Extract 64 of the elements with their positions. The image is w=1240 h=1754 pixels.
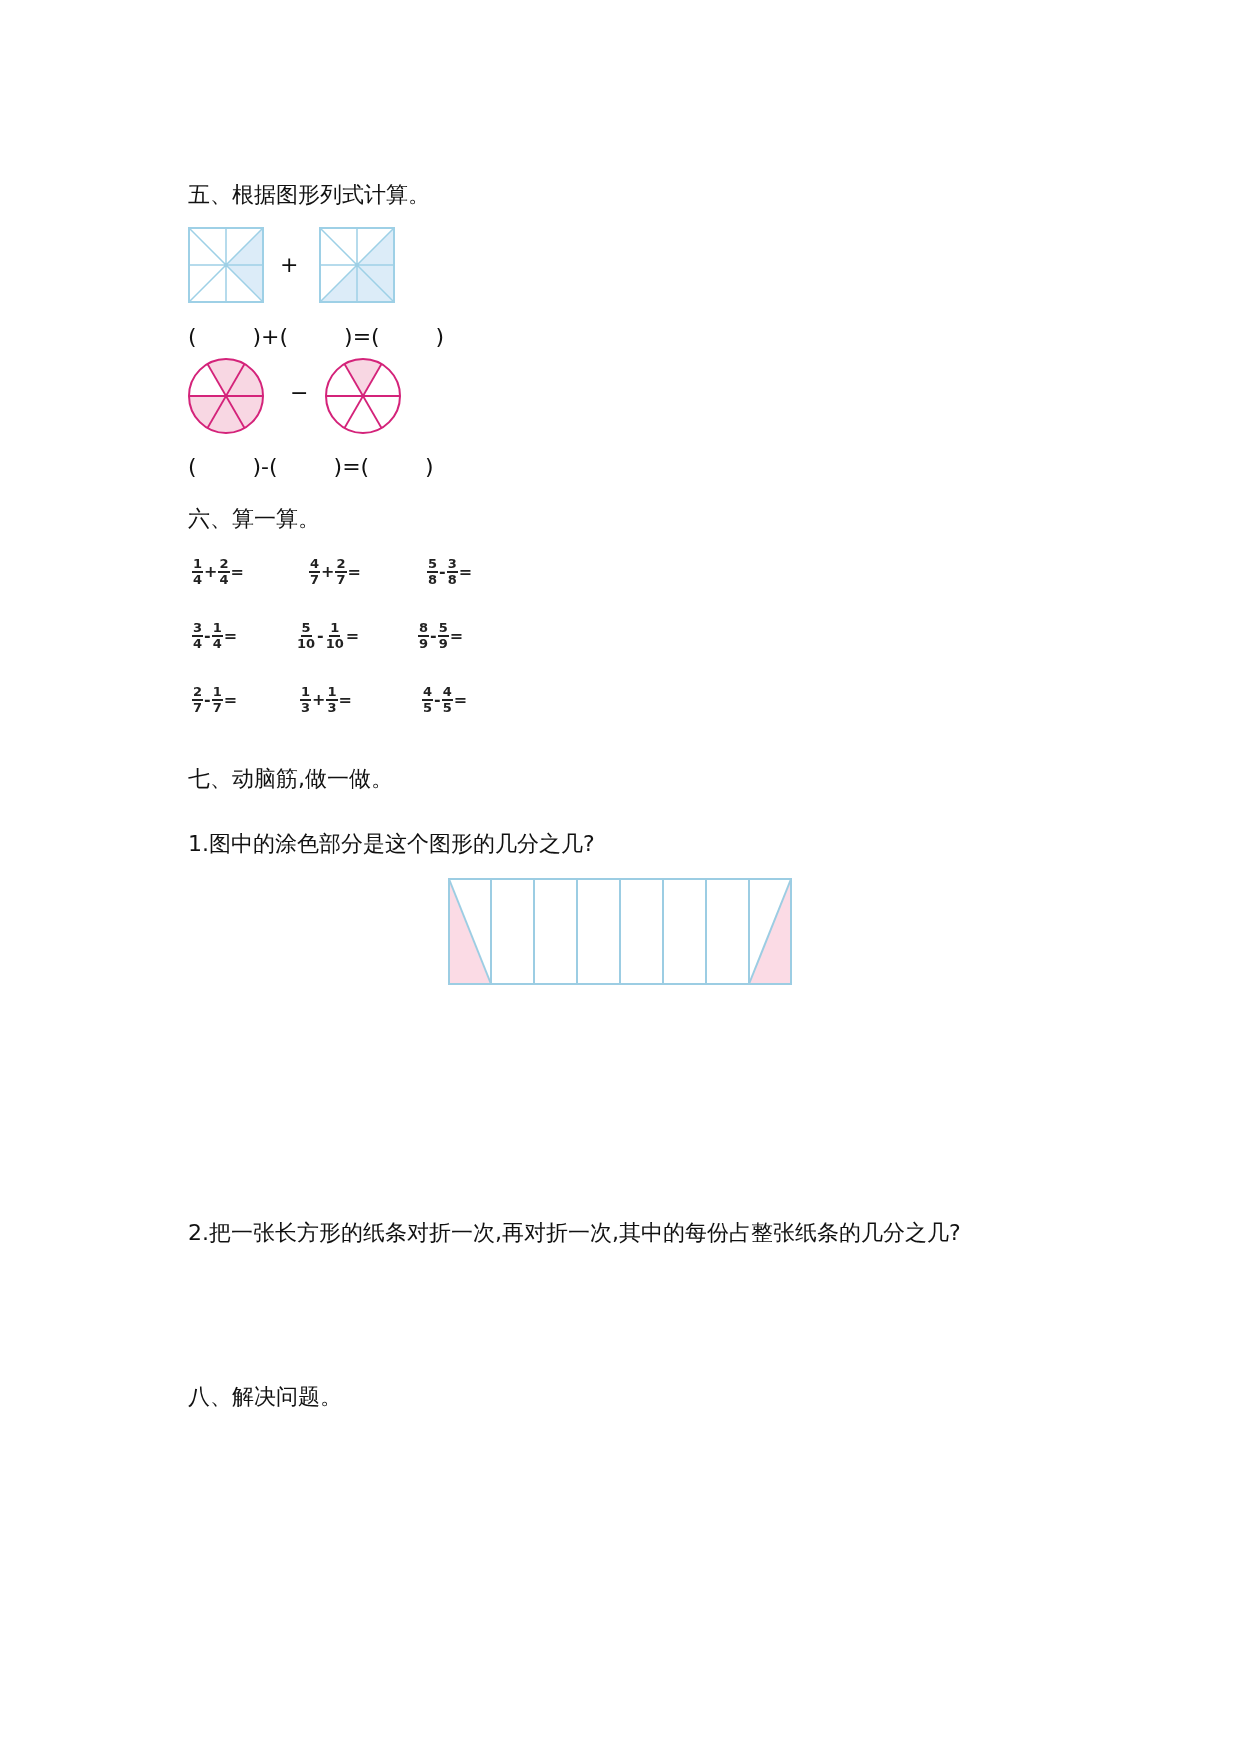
operator: + — [311, 690, 327, 710]
denominator: 10 — [296, 636, 317, 651]
numerator: 5 — [437, 621, 449, 637]
numerator: 4 — [422, 685, 434, 701]
operator: - — [203, 626, 212, 646]
equals-sign: = — [346, 562, 362, 582]
operator: - — [429, 626, 438, 646]
denominator: 3 — [300, 700, 312, 715]
operator: + — [320, 562, 336, 582]
answer-blanks: ( )-( )=( ) — [188, 454, 434, 481]
numerator: 1 — [329, 621, 341, 637]
operator: - — [316, 626, 325, 646]
operator: - — [433, 690, 442, 710]
equals-sign: = — [222, 626, 239, 646]
denominator: 7 — [192, 700, 204, 715]
denominator: 5 — [441, 700, 453, 715]
denominator: 8 — [446, 572, 458, 587]
numerator: 2 — [218, 557, 230, 573]
denominator: 4 — [218, 572, 230, 587]
numerator: 3 — [446, 557, 458, 573]
denominator: 8 — [427, 572, 439, 587]
numerator: 2 — [335, 557, 347, 573]
question-text: 1.图中的涂色部分是这个图形的几分之几? — [188, 831, 595, 858]
equals-sign: = — [222, 690, 239, 710]
numerator: 3 — [192, 621, 204, 637]
numerator: 5 — [300, 621, 312, 637]
numerator: 4 — [309, 557, 321, 573]
plus-sign: + — [280, 252, 299, 279]
denominator: 7 — [211, 700, 223, 715]
operator: - — [438, 562, 447, 582]
denominator: 3 — [326, 700, 338, 715]
numerator: 5 — [427, 557, 439, 573]
denominator: 9 — [437, 636, 449, 651]
denominator: 4 — [192, 636, 204, 651]
denominator: 7 — [309, 572, 321, 587]
numerator: 1 — [192, 557, 204, 573]
equals-sign: = — [448, 626, 465, 646]
equals-sign: = — [337, 690, 353, 710]
denominator: 4 — [211, 636, 223, 651]
question-text: 2.把一张长方形的纸条对折一次,再对折一次,其中的每份占整张纸条的几分之几? — [188, 1220, 961, 1247]
section-heading: 五、根据图形列式计算。 — [188, 182, 430, 209]
numerator: 1 — [326, 685, 338, 701]
operator: - — [203, 690, 212, 710]
equals-sign: = — [452, 690, 469, 710]
section-heading: 八、解决问题。 — [188, 1384, 342, 1411]
numerator: 2 — [192, 685, 204, 701]
numerator: 1 — [211, 621, 223, 637]
section-heading: 六、算一算。 — [188, 506, 320, 533]
denominator: 10 — [324, 636, 345, 651]
numerator: 1 — [300, 685, 312, 701]
denominator: 9 — [418, 636, 430, 651]
denominator: 7 — [335, 572, 347, 587]
denominator: 4 — [192, 572, 204, 587]
numerator: 1 — [211, 685, 223, 701]
equals-sign: = — [229, 562, 245, 582]
equals-sign: = — [344, 626, 361, 646]
section-heading: 七、动脑筋,做一做。 — [188, 766, 393, 793]
equals-sign: = — [457, 562, 474, 582]
minus-sign: − — [290, 380, 309, 407]
denominator: 5 — [422, 700, 434, 715]
numerator: 4 — [441, 685, 453, 701]
answer-blanks: ( )+( )=( ) — [188, 324, 445, 351]
operator: + — [203, 562, 219, 582]
numerator: 8 — [418, 621, 430, 637]
